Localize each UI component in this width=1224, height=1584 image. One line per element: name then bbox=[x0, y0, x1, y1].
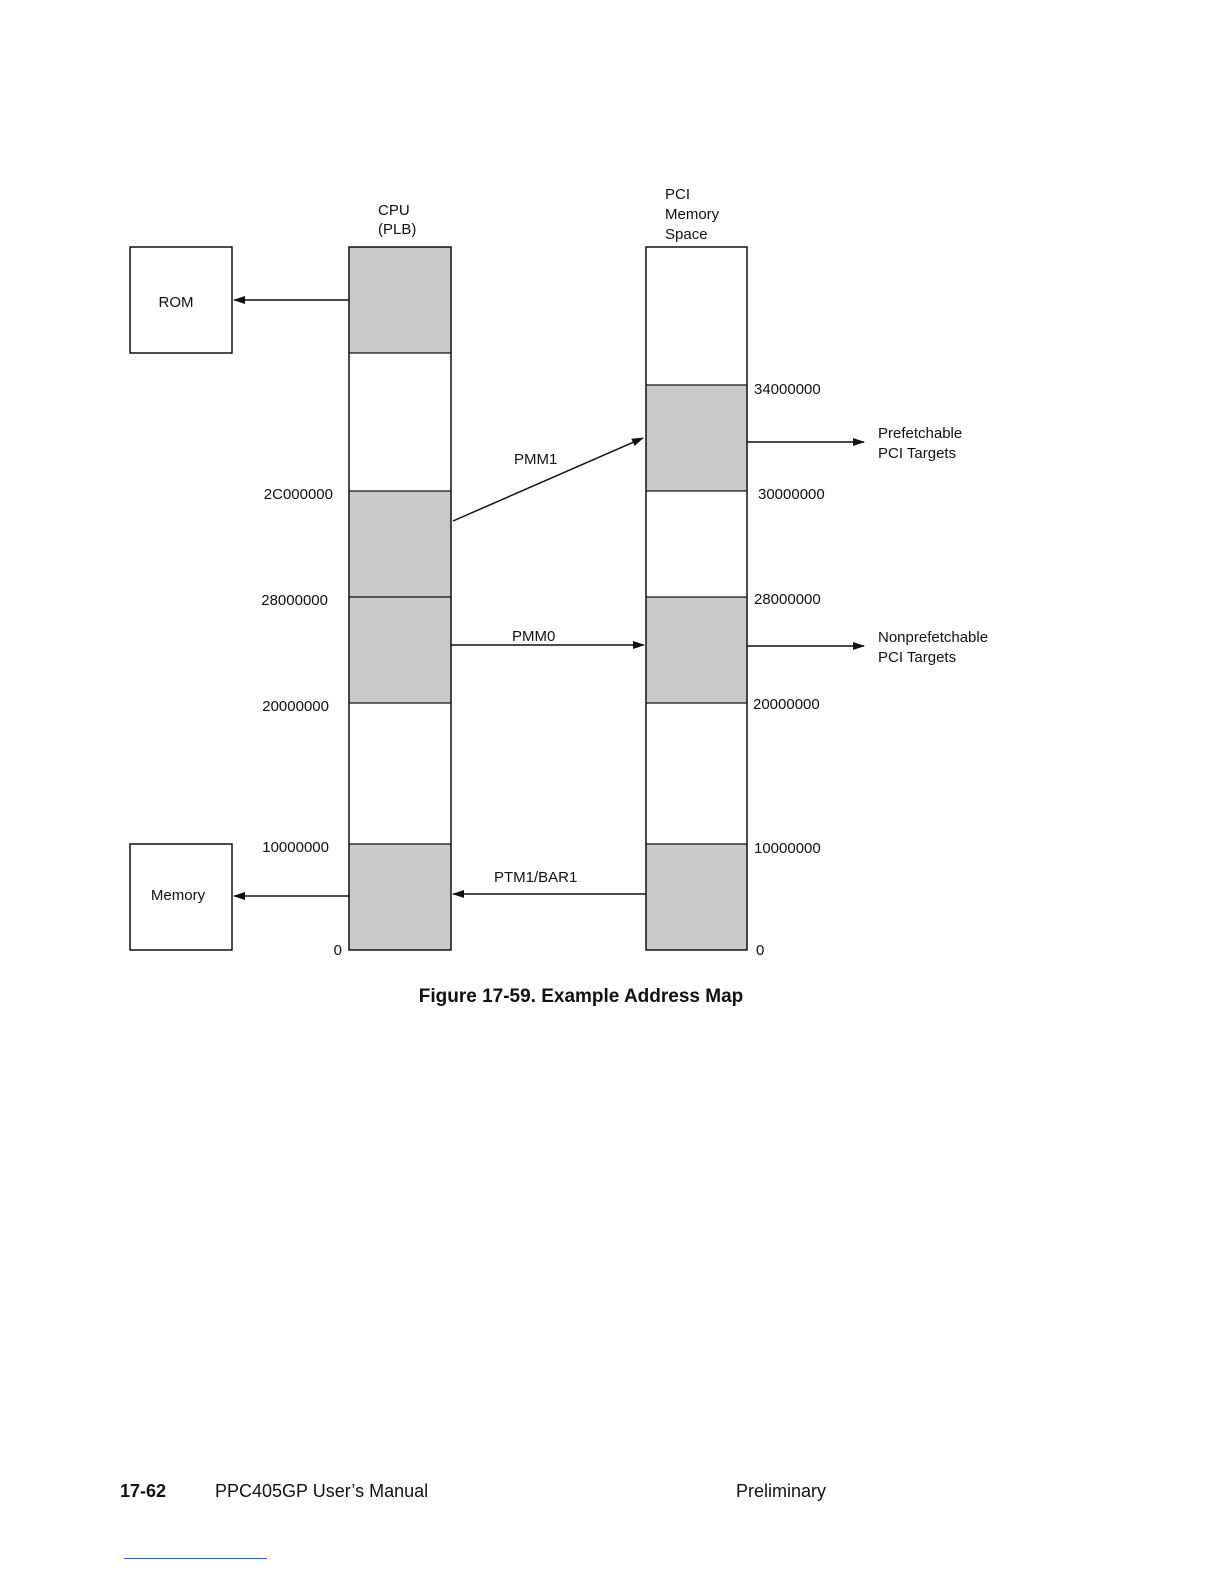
bottom-rule bbox=[124, 1558, 267, 1559]
rom-label: ROM bbox=[159, 294, 194, 311]
cpu-region-memory bbox=[349, 844, 451, 950]
cpu-region-pmm1 bbox=[349, 491, 451, 597]
cpu-region-rom bbox=[349, 247, 451, 353]
cpu-header-line2: (PLB) bbox=[378, 221, 416, 238]
pci-address-28000000: 28000000 bbox=[754, 591, 821, 608]
document-status: Preliminary bbox=[736, 1481, 826, 1502]
pci-region-prefetchable bbox=[646, 385, 747, 491]
pci-address-0: 0 bbox=[756, 942, 764, 959]
manual-title: PPC405GP User’s Manual bbox=[215, 1481, 428, 1502]
nonprefetchable-label-line1: Nonprefetchable bbox=[878, 629, 988, 646]
cpu-address-2c000000: 2C000000 bbox=[264, 486, 333, 503]
prefetchable-label-line2: PCI Targets bbox=[878, 445, 956, 462]
memory-label: Memory bbox=[151, 887, 206, 904]
pci-header-line1: PCI bbox=[665, 186, 690, 203]
cpu-region-pmm0 bbox=[349, 597, 451, 703]
pci-address-34000000: 34000000 bbox=[754, 381, 821, 398]
figure-caption: Figure 17-59. Example Address Map bbox=[0, 986, 1162, 1008]
cpu-address-column bbox=[349, 247, 451, 950]
cpu-address-28000000: 28000000 bbox=[261, 592, 328, 609]
cpu-address-0: 0 bbox=[334, 942, 342, 959]
pci-address-column bbox=[646, 247, 747, 950]
pmm0-label: PMM0 bbox=[512, 628, 555, 645]
pci-region-bar1 bbox=[646, 844, 747, 950]
pci-address-30000000: 30000000 bbox=[758, 486, 825, 503]
page-number: 17-62 bbox=[120, 1481, 166, 1502]
nonprefetchable-label-line2: PCI Targets bbox=[878, 649, 956, 666]
cpu-address-20000000: 20000000 bbox=[262, 698, 329, 715]
pci-address-10000000: 10000000 bbox=[754, 840, 821, 857]
prefetchable-label-line1: Prefetchable bbox=[878, 425, 962, 442]
ptm1-bar1-label: PTM1/BAR1 bbox=[494, 869, 577, 886]
cpu-address-10000000: 10000000 bbox=[262, 839, 329, 856]
pmm1-label: PMM1 bbox=[514, 451, 557, 468]
pci-header-line2: Memory bbox=[665, 206, 720, 223]
pci-address-20000000: 20000000 bbox=[753, 696, 820, 713]
cpu-header-line1: CPU bbox=[378, 202, 410, 219]
pci-region-nonprefetchable bbox=[646, 597, 747, 703]
pci-header-line3: Space bbox=[665, 226, 708, 243]
